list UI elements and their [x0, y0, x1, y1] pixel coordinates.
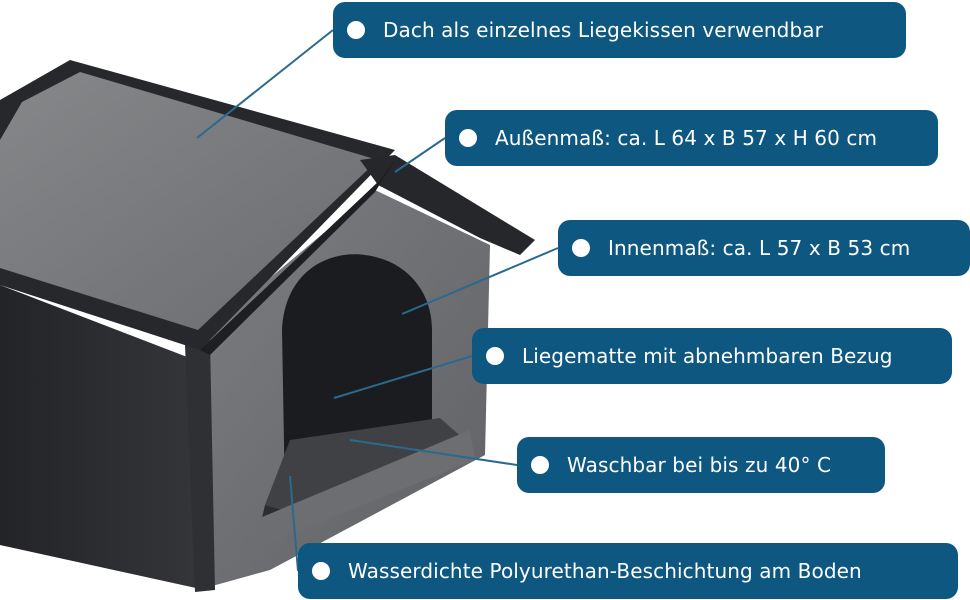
leader-line-4 — [333, 355, 473, 399]
callout-text: Dach als einzelnes Liegekissen verwendba… — [383, 18, 823, 42]
bullet-dot-icon — [312, 562, 330, 580]
leader-line-6 — [289, 475, 299, 572]
roof-cushion — [0, 72, 378, 330]
callout-text: Wasserdichte Polyurethan-Beschichtung am… — [348, 559, 862, 583]
callout-text: Waschbar bei bis zu 40° C — [567, 453, 832, 477]
callout-text: Innenmaß: ca. L 57 x B 53 cm — [608, 236, 911, 260]
bullet-dot-icon — [486, 347, 504, 365]
bullet-dot-icon — [572, 239, 590, 257]
callout-roof-cushion: Dach als einzelnes Liegekissen verwendba… — [333, 2, 906, 58]
roof-right-edge — [200, 160, 395, 355]
leader-lines — [196, 29, 559, 572]
house-front-frame — [185, 340, 215, 592]
callout-waterproof-coating: Wasserdichte Polyurethan-Beschichtung am… — [298, 543, 958, 599]
bullet-dot-icon — [347, 21, 365, 39]
house-side-wall — [0, 285, 205, 590]
callout-text: Außenmaß: ca. L 64 x B 57 x H 60 cm — [495, 126, 878, 150]
lying-mat — [265, 418, 465, 512]
roof-overhang — [360, 155, 535, 255]
leader-line-5 — [349, 439, 518, 466]
callout-inner-dimensions: Innenmaß: ca. L 57 x B 53 cm — [558, 220, 970, 276]
bullet-dot-icon — [459, 129, 477, 147]
callout-washable: Waschbar bei bis zu 40° C — [517, 437, 885, 493]
callout-text: Liegematte mit abnehmbaren Bezug — [522, 344, 893, 368]
leader-line-2 — [394, 137, 446, 173]
callout-outer-dimensions: Außenmaß: ca. L 64 x B 57 x H 60 cm — [445, 110, 938, 166]
door-sill — [255, 430, 475, 545]
bullet-dot-icon — [531, 456, 549, 474]
leader-line-1 — [196, 29, 334, 139]
callout-lying-mat: Liegematte mit abnehmbaren Bezug — [472, 328, 952, 384]
leader-line-3 — [401, 247, 559, 315]
